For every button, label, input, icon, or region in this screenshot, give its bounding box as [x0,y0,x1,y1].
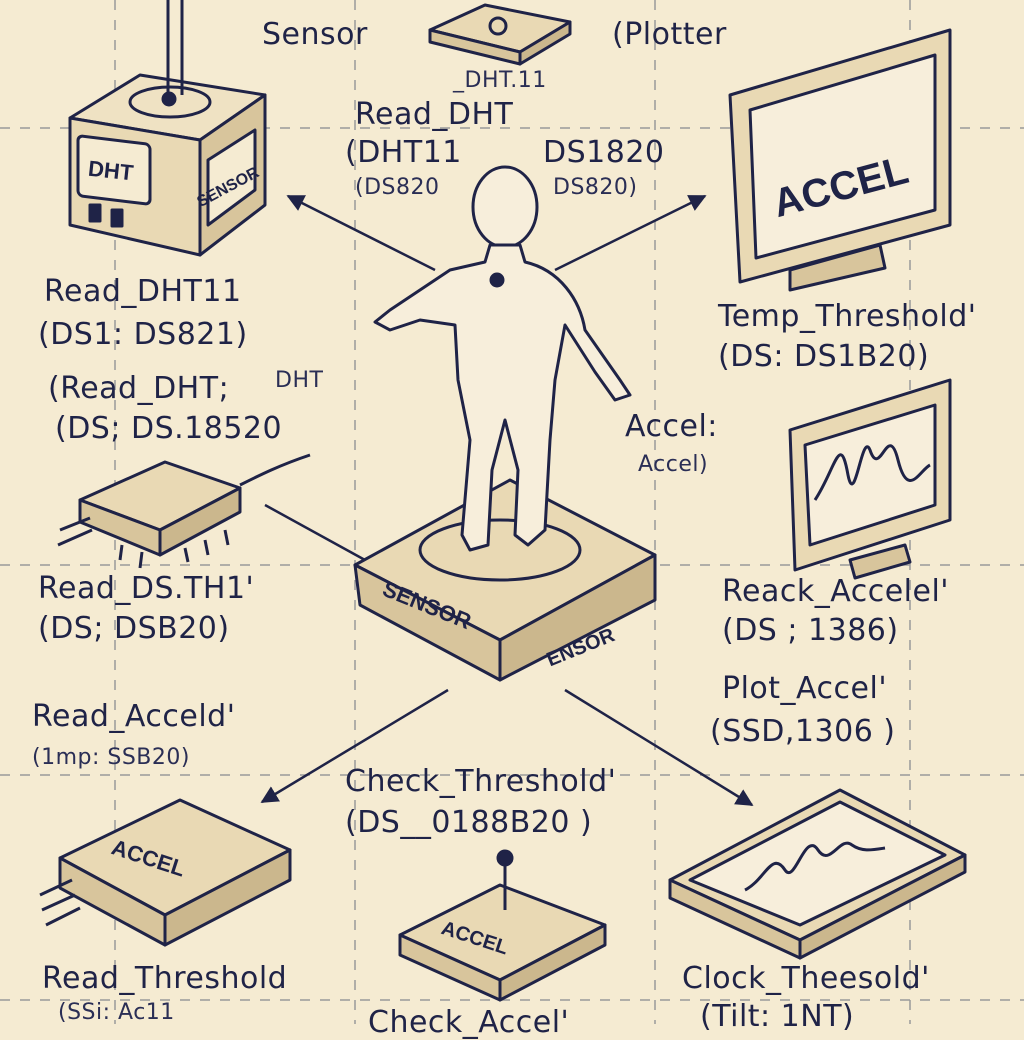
label-dht11-paren: (DHT11 [345,135,462,170]
label-read-dht-b: DHT [275,368,324,393]
label-clock-theesold: Clock_Theesold' [682,961,930,996]
human-figure [353,165,657,682]
label-ds-ds1b20: (DS: DS1B20) [718,339,930,374]
label-sensor: Sensor [262,17,368,52]
label-temp-threshold: Temp_Threshold' [718,299,977,334]
label-check-threshold: Check_Threshold' [345,764,617,799]
label-plotter: (Plotter [612,17,727,52]
dht-chip [57,453,311,569]
label-read-dht11: Read_DHT11 [44,274,242,309]
label-accel-paren: Accel) [638,452,709,477]
connector-line [264,503,366,562]
label-ds-ds821: (DS1: DS821) [38,317,248,352]
label-read-dht: Read_DHT [355,97,514,132]
label-accel-colon: Accel: [625,409,718,444]
label-check-accel: Check_Accel' [368,1005,570,1040]
label-read-dht-a: (Read_DHT; [48,371,230,406]
waveform-monitor [788,378,952,580]
arrow-to-dht-sensor [286,194,436,272]
label-ds-dsb20: (DS; DSB20) [38,611,230,646]
label-reack-accel: Reack_Accelel' [722,574,950,609]
arrow-to-plotter-tablet [564,688,754,807]
label-ds-1386: (DS ; 1386) [722,613,899,648]
top-device-icon [428,3,572,66]
dht-box-label: DHT [87,156,135,186]
label-ds820-right: DS820) [553,175,638,200]
dht-sensor-device [68,0,267,257]
label-dht11-small: _DHT.11 [453,68,547,93]
connection-arrows [260,194,754,807]
arrow-to-accel-chip [260,688,449,804]
accel-monitor [728,28,952,292]
plotter-tablet [668,788,967,960]
label-ds820-left: (DS820 [355,175,440,200]
label-imp-ssb20: (1mp: SSB20) [32,745,190,770]
label-read-threshold: Read_Threshold [42,961,288,996]
label-ds-0188b20: (DS__0188B20 ) [345,805,593,840]
label-ssi-acil: (SSi: Ac11 [58,1000,175,1025]
label-ds1820: DS1820 [543,135,665,170]
arrow-to-monitor [554,194,707,272]
label-read-acceld: Read_Acceld' [32,699,236,734]
label-read-ds-th1: Read_DS.TH1' [38,571,255,606]
accel-chip [39,798,292,947]
label-ssd-1306: (SSD,1306 ) [710,714,896,749]
label-ds-ds18520: (DS; DS.18520 [55,411,283,446]
label-tilt-int: (Tilt: 1NT) [700,999,855,1034]
label-plot-accel: Plot_Accel' [722,671,888,706]
bottom-accel-device [398,849,607,1002]
